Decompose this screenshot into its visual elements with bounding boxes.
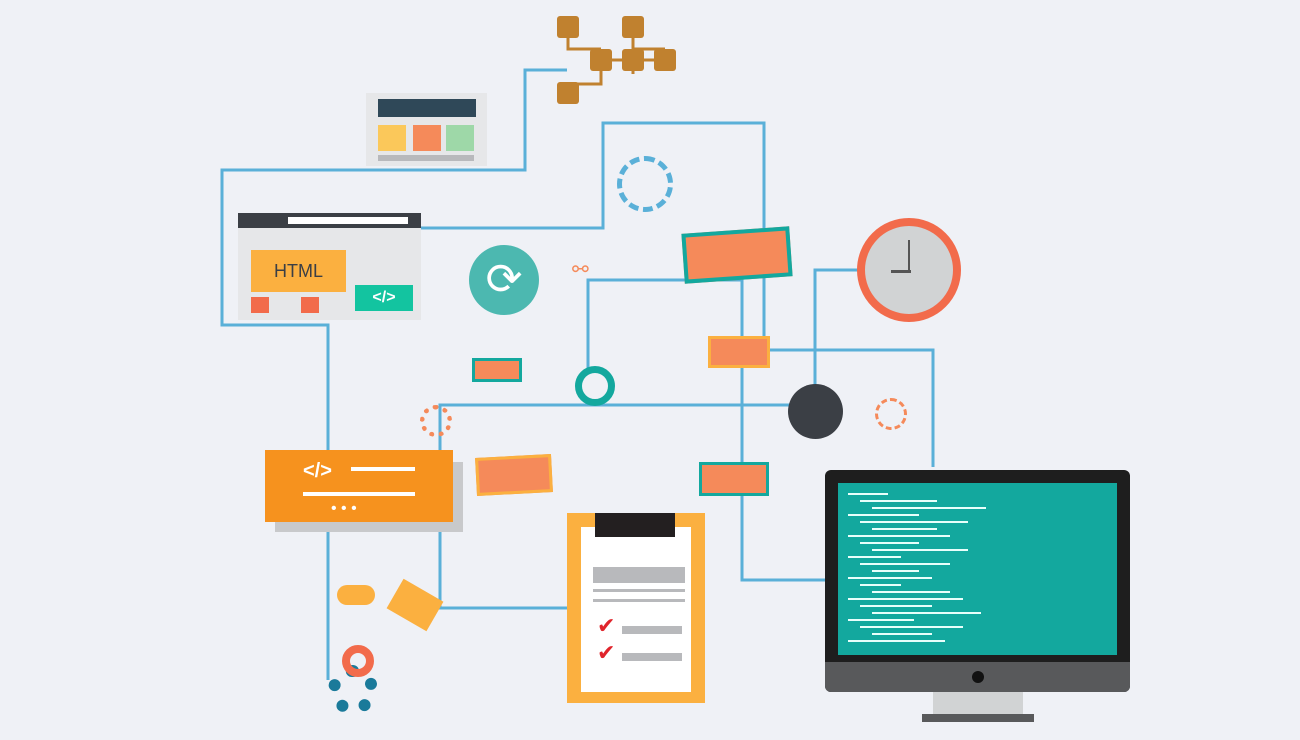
code-line — [872, 591, 950, 593]
code-line — [848, 556, 901, 558]
code-line — [848, 577, 932, 579]
share-icon: ⚯ — [572, 259, 589, 281]
code-line — [872, 507, 986, 509]
code-line — [860, 563, 950, 565]
code-button: </> — [355, 285, 413, 311]
gear-orange-icon — [342, 645, 374, 677]
code-screen — [838, 483, 1117, 655]
code-line — [860, 500, 937, 502]
code-line — [872, 528, 937, 530]
check-icon: ✔ — [597, 640, 616, 665]
code-line — [848, 493, 888, 495]
html-block: HTML — [251, 250, 346, 292]
code-line — [860, 521, 968, 523]
code-line — [848, 640, 945, 642]
code-tag-label: </> — [303, 460, 332, 482]
code-line — [848, 598, 963, 600]
code-panel: </> • • • — [265, 450, 453, 522]
code-line — [860, 542, 919, 544]
code-line — [848, 514, 919, 516]
code-line — [848, 535, 950, 537]
globe-icon — [788, 384, 843, 439]
clock-icon — [857, 218, 961, 322]
dots: • • • — [331, 500, 357, 517]
code-line — [848, 619, 914, 621]
code-line — [872, 549, 968, 551]
code-line — [872, 633, 932, 635]
code-line — [860, 626, 963, 628]
speech-bubble — [475, 454, 553, 496]
gear-outline-icon — [617, 156, 673, 212]
speech-bubble — [708, 336, 770, 368]
check-icon: ✔ — [597, 613, 616, 638]
code-line — [860, 584, 901, 586]
refresh-icon: ⟳ — [469, 245, 539, 315]
speech-bubble-large — [681, 226, 793, 284]
clipboard-checklist: ✔ ✔ — [567, 513, 705, 703]
html-browser-window: HTML </> — [238, 213, 421, 320]
browser-wireframe-small — [366, 93, 487, 166]
code-line — [872, 570, 919, 572]
gear-teal-icon — [575, 366, 615, 406]
code-line — [860, 605, 932, 607]
speech-bubble — [699, 462, 769, 496]
cloud-icon — [337, 585, 375, 605]
gear-coral-outline-icon — [875, 398, 907, 430]
speech-bubble — [472, 358, 522, 382]
code-line — [872, 612, 981, 614]
sitemap-tree-icon — [557, 16, 676, 104]
desktop-monitor — [825, 470, 1130, 692]
gear-small-icon — [420, 405, 452, 437]
